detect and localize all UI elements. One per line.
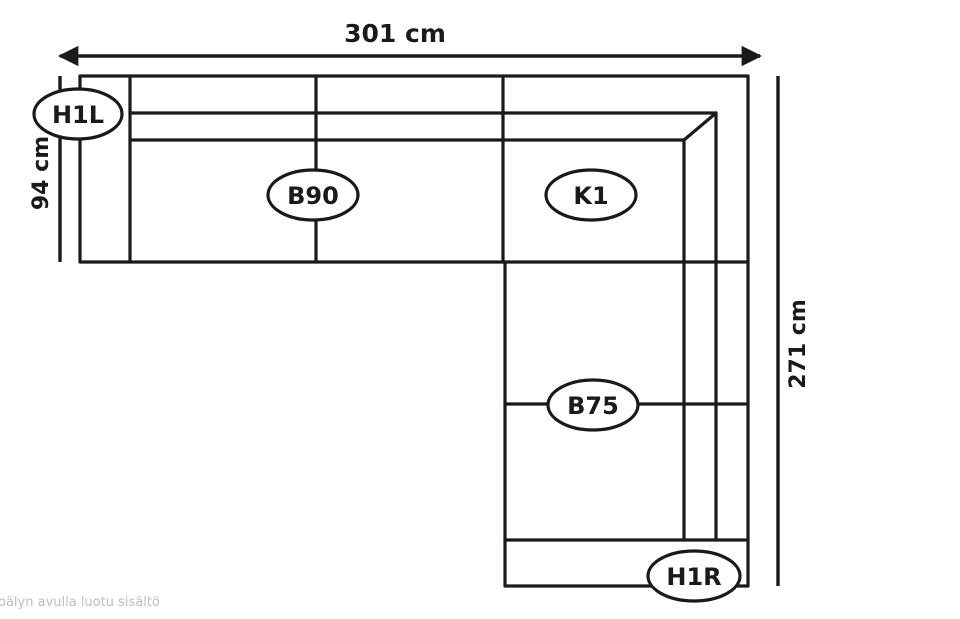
- module-b90-oval: [266, 168, 360, 222]
- length-label: 271 cm: [786, 299, 811, 389]
- width-label: 301 cm: [344, 19, 446, 48]
- module-b75: B75: [546, 378, 640, 432]
- module-b90-label: B90: [287, 182, 339, 210]
- module-b90: B90: [266, 168, 360, 222]
- module-b75-oval: [546, 378, 640, 432]
- module-k1-oval: [544, 168, 638, 222]
- length-dimension: 271 cm: [776, 76, 811, 586]
- module-b75-label: B75: [567, 392, 619, 420]
- module-h1r: H1R: [646, 549, 742, 603]
- module-k1-label: K1: [573, 182, 608, 210]
- module-k1: K1: [544, 168, 638, 222]
- depth-label: 94 cm: [29, 136, 54, 210]
- corner-diagonal: [682, 111, 718, 142]
- module-h1l-label: H1L: [52, 101, 104, 129]
- module-h1r-oval: [646, 549, 742, 603]
- module-h1l: H1L: [32, 87, 124, 141]
- module-h1l-oval: [32, 87, 124, 141]
- module-h1r-label: H1R: [666, 563, 721, 591]
- sofa-outline: [78, 74, 750, 588]
- sofa-outer-edge: [78, 74, 750, 588]
- footer-note: oälyn avulla luotu sisältö: [0, 595, 160, 610]
- width-dimension: 301 cm: [57, 19, 763, 67]
